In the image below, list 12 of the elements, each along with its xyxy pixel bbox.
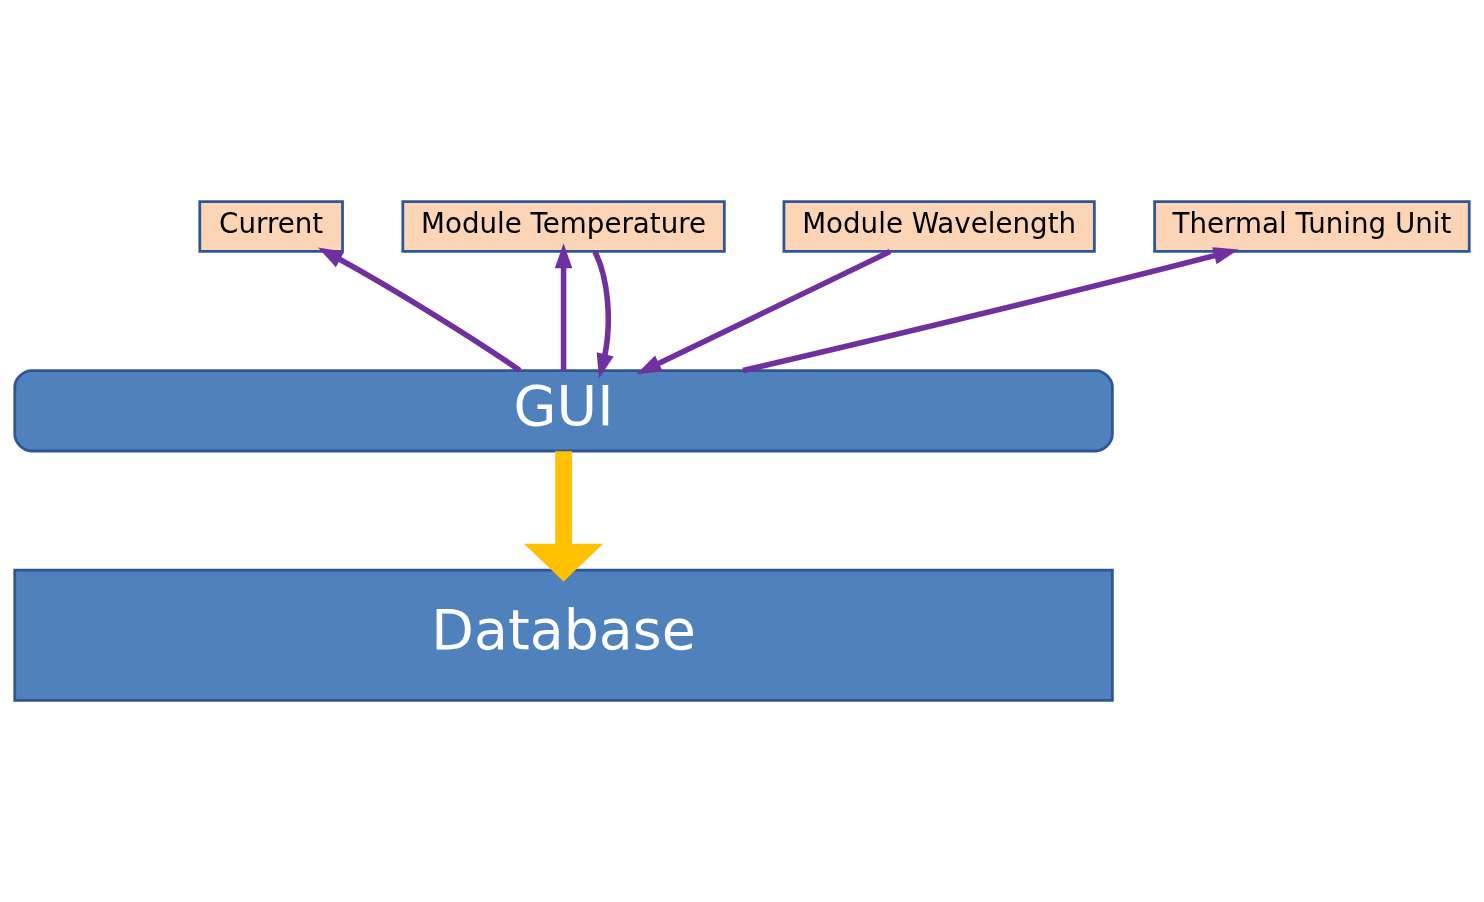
arrow [318,247,522,373]
node-box: Database [13,568,1114,702]
arrow [592,250,614,379]
node-box: Module Temperature [401,200,726,253]
arrow [554,243,573,371]
arrow [636,249,892,375]
node-box: Module Wavelength [782,200,1096,253]
arrow [742,247,1239,374]
node-box: Thermal Tuning Unit [1153,200,1471,253]
arrow [523,451,604,582]
node-box: GUI [13,369,1114,453]
node-box: Current [198,200,344,253]
